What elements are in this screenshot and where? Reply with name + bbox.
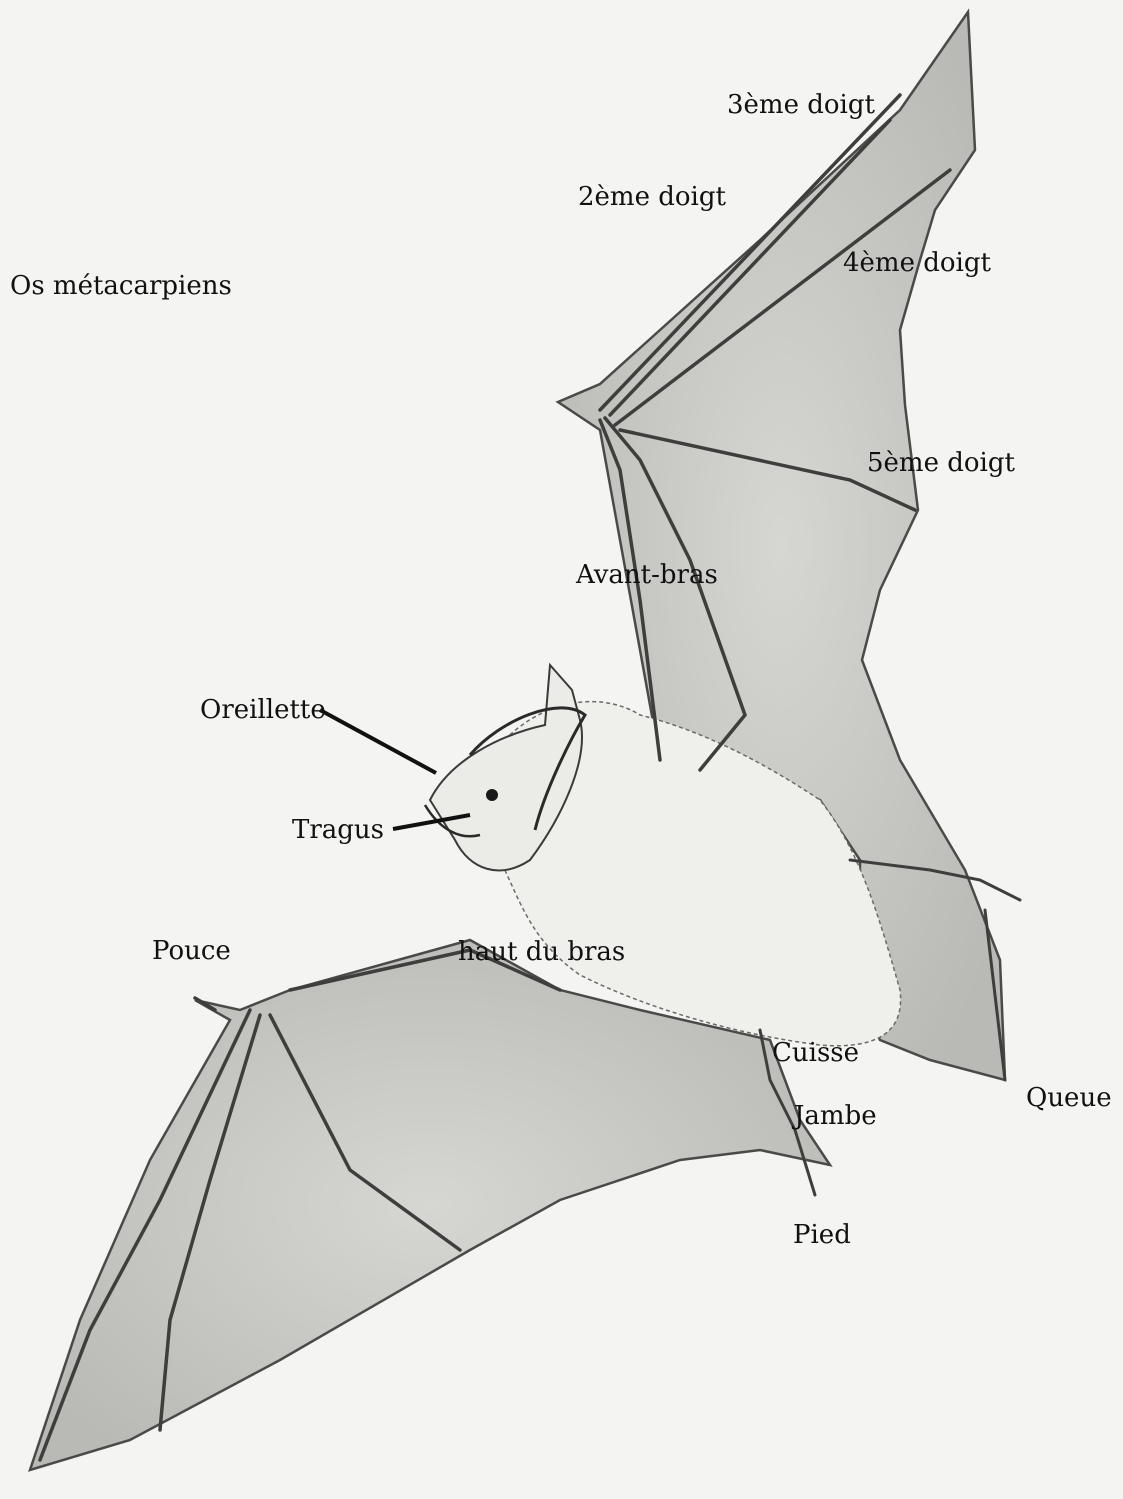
label-metacarpals: Os métacarpiens (10, 273, 232, 299)
label-thumb: Pouce (152, 938, 231, 964)
label-thigh: Cuisse (772, 1040, 859, 1066)
label-third-finger: 3ème doigt (727, 92, 875, 118)
label-upper-arm: haut du bras (458, 939, 625, 965)
ear-leader-line (320, 710, 436, 773)
label-tragus: Tragus (292, 817, 384, 843)
label-foot: Pied (793, 1222, 851, 1248)
label-fourth-finger: 4ème doigt (843, 250, 991, 276)
label-fifth-finger: 5ème doigt (867, 450, 1015, 476)
label-tail: Queue (1026, 1085, 1112, 1111)
label-leg: Jambe (794, 1103, 877, 1129)
label-ear: Oreillette (200, 697, 326, 723)
bat-eye (486, 789, 498, 801)
label-forearm: Avant-bras (576, 562, 718, 588)
label-second-finger: 2ème doigt (578, 184, 726, 210)
